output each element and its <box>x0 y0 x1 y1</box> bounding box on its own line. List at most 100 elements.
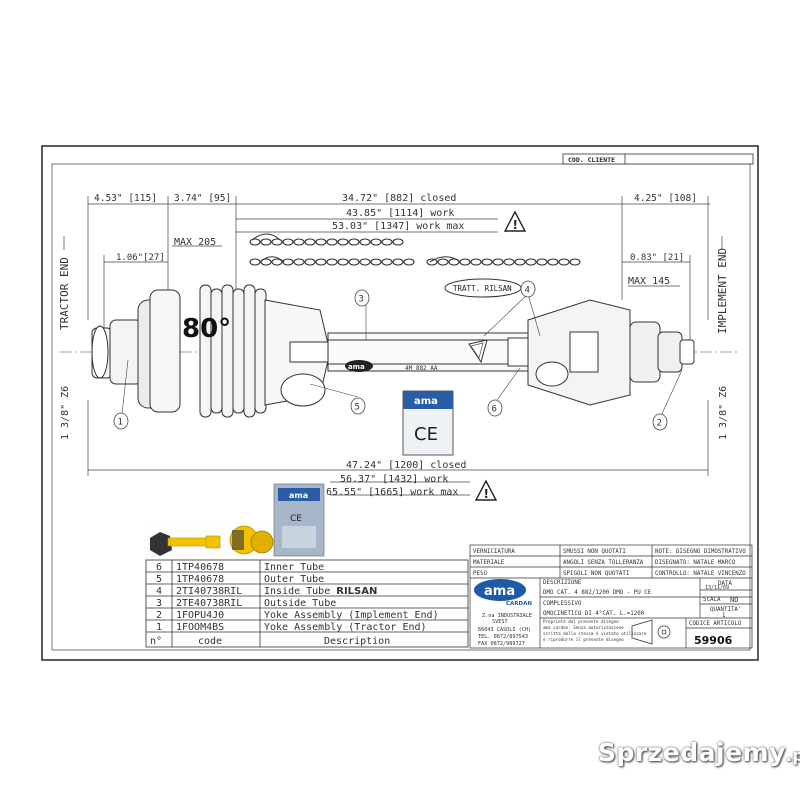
svg-text:CONTROLLO: NATALE VINCENZO: CONTROLLO: NATALE VINCENZO <box>655 571 746 577</box>
parts-row-description: Inside Tube RILSAN <box>264 586 377 597</box>
parts-header-code: code <box>198 636 222 647</box>
implement-end-label: IMPLEMENT END <box>716 248 729 334</box>
chain-link <box>370 238 382 246</box>
svg-text:SPIGOLI NON QUOTATI: SPIGOLI NON QUOTATI <box>563 571 629 577</box>
chain-link <box>392 258 404 266</box>
chain-link <box>271 238 283 246</box>
tractor-end-yoke <box>91 289 181 413</box>
svg-text:CE: CE <box>414 424 438 445</box>
guard-rib <box>243 284 256 418</box>
svg-text:NOTE: DISEGNO DIMOSTRATIVO: NOTE: DISEGNO DIMOSTRATIVO <box>655 549 746 555</box>
chain-link <box>304 238 316 246</box>
svg-text:1: 1 <box>118 418 123 428</box>
parts-row-code: 2TE40738RIL <box>176 598 242 609</box>
chain-link <box>558 258 570 266</box>
svg-text:66043 CASOLI (CH): 66043 CASOLI (CH) <box>478 627 531 633</box>
svg-text:PESO: PESO <box>473 571 487 577</box>
safety-chains <box>249 238 581 266</box>
parts-row-code: 1FOOM4BS <box>176 622 224 633</box>
chain-link <box>525 258 537 266</box>
max-145: MAX 145 <box>628 276 670 287</box>
top-dimensions <box>87 196 710 340</box>
chain-link <box>448 258 460 266</box>
parts-row-number: 3 <box>156 598 162 609</box>
chain-link <box>381 258 393 266</box>
svg-text:ama: ama <box>484 584 515 599</box>
cod-cliente-box <box>562 153 754 165</box>
svg-text:CARDAN: CARDAN <box>506 601 532 607</box>
guard-rib <box>232 288 245 414</box>
tratt-rilsan-text: TRATT. RILSAN <box>453 284 512 293</box>
watermark-tld: .pl <box>785 746 800 765</box>
svg-text:SCALA: SCALA <box>703 597 721 603</box>
callout-leaders <box>121 293 683 417</box>
svg-text:2: 2 <box>657 419 662 429</box>
chain-link <box>249 238 261 246</box>
watermark: Sprzedajemy.pl <box>598 738 800 778</box>
dim-closed-total: 47.24" [1200] closed <box>346 460 466 471</box>
dim-work-max: 53.03" [1347] work max <box>332 221 464 232</box>
dim-work-max-total: 65.55" [1665] work max <box>326 487 458 498</box>
parts-header-n: n° <box>150 636 162 647</box>
svg-text:QUANTITA': QUANTITA' <box>710 607 741 613</box>
parts-header-description: Description <box>324 636 390 647</box>
guard-rib <box>210 288 223 414</box>
svg-text:Proprietà del presente disegno: Proprietà del presente disegno <box>543 619 619 624</box>
svg-text:CODICE ARTICOLO: CODICE ARTICOLO <box>689 621 742 627</box>
dim-0-83: 0.83" [21] <box>630 253 684 263</box>
title-block-grid <box>469 544 753 649</box>
callout-1: 1 <box>113 412 129 430</box>
svg-text:!: ! <box>513 218 518 232</box>
svg-text:COMPLESSIVO: COMPLESSIVO <box>543 601 582 607</box>
svg-text:!: ! <box>484 487 489 501</box>
ama-tube-text: ama <box>348 363 365 371</box>
svg-text:DISEGNATO: NATALE MARCO: DISEGNATO: NATALE MARCO <box>655 560 736 566</box>
chain-link <box>293 258 305 266</box>
chain-link <box>514 258 526 266</box>
svg-text:4: 4 <box>525 286 530 296</box>
parts-row-code: 1TP40678 <box>176 574 224 585</box>
chain-link <box>481 258 493 266</box>
chain-link <box>403 258 415 266</box>
svg-text:3: 3 <box>359 295 364 305</box>
chain-link <box>426 258 438 266</box>
chain-link <box>359 238 371 246</box>
ama-company-logo: ama CARDAN <box>474 579 532 607</box>
chain-link <box>304 258 316 266</box>
svg-text:ANGOLI SENZA TOLLERANZA: ANGOLI SENZA TOLLERANZA <box>563 560 644 566</box>
svg-text:MATERIALE: MATERIALE <box>473 560 505 566</box>
guard-rib <box>254 288 267 414</box>
chain-link <box>260 238 272 246</box>
cv-joint-guard <box>199 284 267 418</box>
svg-text:e riprodurre il presente diseg: e riprodurre il presente disegno <box>543 637 624 642</box>
guard-rib <box>221 284 234 418</box>
tractor-end-label: TRACTOR END <box>58 257 71 330</box>
chain-link <box>315 238 327 246</box>
callout-5: 5 <box>350 397 366 415</box>
chain-link <box>536 258 548 266</box>
svg-text:CE: CE <box>290 514 302 524</box>
svg-text:SVEST: SVEST <box>492 619 508 625</box>
chain-link <box>392 238 404 246</box>
max-205: MAX 205 <box>174 237 216 248</box>
chain-link <box>348 238 360 246</box>
inner-frame <box>51 163 751 651</box>
svg-text:OMOCINETICO DI 4°CAT. L.=1200: OMOCINETICO DI 4°CAT. L.=1200 <box>543 611 645 617</box>
callout-3: 3 <box>354 289 370 307</box>
tractor-end-guard <box>264 299 331 407</box>
chain-link <box>282 258 294 266</box>
ama-tube-logo <box>345 360 373 372</box>
parts-row-description: Yoke Assembly (Tractor End) <box>264 622 427 633</box>
dim-closed: 34.72" [882] closed <box>342 193 456 204</box>
chain-link <box>370 258 382 266</box>
chain-link <box>260 258 272 266</box>
title-block: VERNICIATURA MATERIALE PESO SMUSSI NON Q… <box>473 549 746 647</box>
